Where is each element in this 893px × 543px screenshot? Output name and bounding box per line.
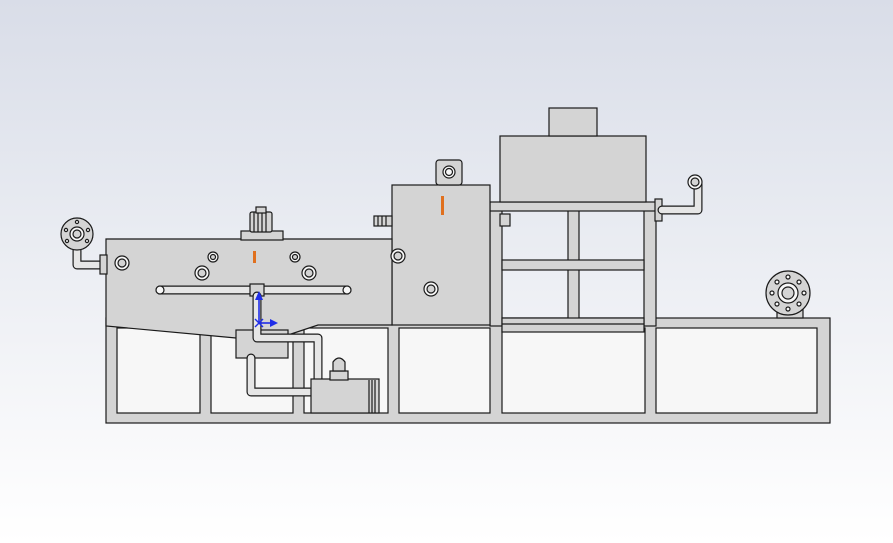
port-3 [289, 251, 301, 263]
drain-pipe[interactable] [246, 353, 320, 397]
orange-markers [253, 196, 444, 263]
spray-bar[interactable] [155, 283, 352, 297]
port-7 [423, 281, 439, 297]
port-6 [390, 248, 406, 264]
right-outlet-pipe[interactable] [657, 174, 703, 215]
port-5 [301, 265, 317, 281]
right-flange[interactable] [765, 270, 811, 319]
side-fitting[interactable] [373, 213, 511, 227]
drive-housing[interactable] [499, 107, 647, 203]
port-2 [207, 251, 219, 263]
port-4 [194, 265, 210, 281]
left-inlet-pipe[interactable] [60, 217, 108, 275]
axis-triad-icon [254, 291, 278, 328]
right-support-frame[interactable] [489, 205, 657, 333]
tank-tower[interactable] [391, 159, 491, 326]
port-1 [114, 255, 130, 271]
top-motor[interactable] [240, 206, 284, 241]
tank-ports[interactable] [114, 248, 439, 297]
pump-unit[interactable] [310, 357, 380, 414]
